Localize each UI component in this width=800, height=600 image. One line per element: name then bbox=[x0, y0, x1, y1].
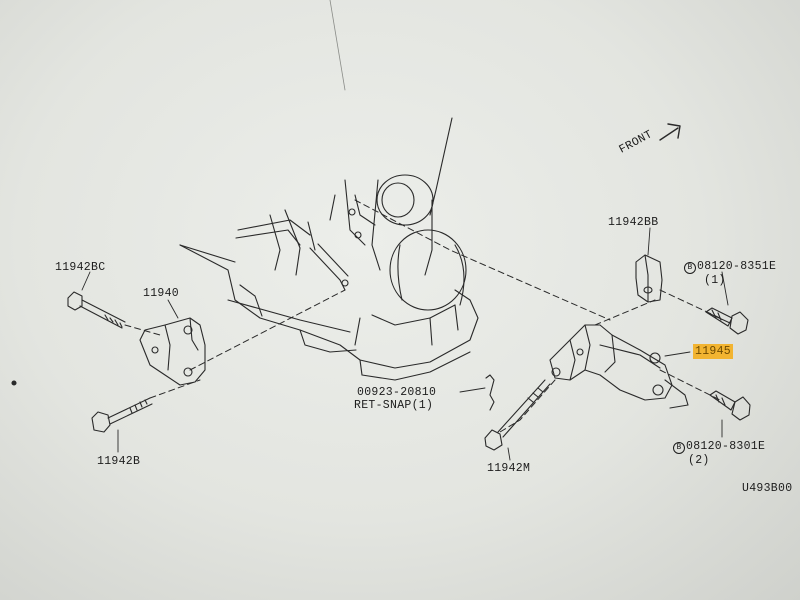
engine-block bbox=[179, 117, 479, 381]
paper-crease bbox=[329, 0, 346, 91]
ret-snap-clip bbox=[485, 374, 495, 411]
bolt-08120-8301E bbox=[709, 390, 751, 421]
bracket-11940 bbox=[139, 317, 206, 386]
label-bolt-lower-qty: (2) bbox=[688, 454, 710, 467]
spacer-11942BB bbox=[635, 254, 663, 303]
circled-b-icon: B bbox=[673, 442, 685, 454]
label-11942BC: 11942BC bbox=[55, 261, 106, 274]
label-11942BB: 11942BB bbox=[608, 216, 659, 229]
label-snap-name: RET-SNAP(1) bbox=[354, 399, 434, 412]
label-11945: 11945 bbox=[693, 344, 734, 359]
bolt-11942B bbox=[91, 397, 153, 433]
bolt-08120-8351E bbox=[705, 307, 749, 335]
diagram-code: U493B00 bbox=[742, 482, 793, 495]
bracket-11945 bbox=[549, 324, 689, 409]
highlighted-part-number: 11945 bbox=[693, 344, 734, 359]
bolt-11942M bbox=[484, 379, 551, 451]
front-arrow-icon bbox=[659, 123, 681, 141]
bolt-11942BC bbox=[67, 291, 126, 329]
leader-lines bbox=[81, 227, 729, 461]
label-11942M: 11942M bbox=[487, 462, 531, 475]
circled-b-icon: B bbox=[684, 262, 696, 274]
label-bolt-upper-qty: (1) bbox=[704, 274, 726, 287]
label-11940: 11940 bbox=[143, 287, 180, 300]
ink-dot bbox=[11, 380, 17, 386]
label-11942B: 11942B bbox=[97, 455, 141, 468]
label-snap-part: 00923-20810 bbox=[357, 386, 437, 399]
